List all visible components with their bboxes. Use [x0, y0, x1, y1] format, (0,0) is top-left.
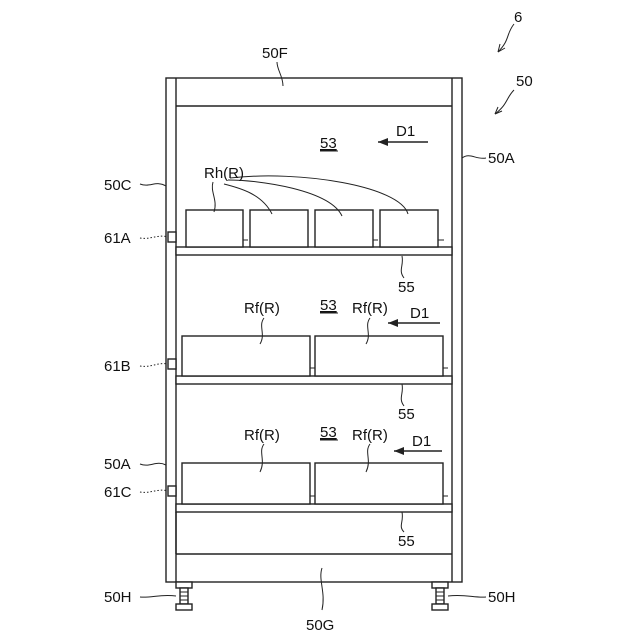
leader-50 — [495, 90, 514, 114]
label-side-frame-left: 50A — [104, 456, 131, 473]
container-bot-left — [182, 463, 310, 504]
shelf-middle — [176, 376, 452, 384]
label-direction-middle: D1 — [410, 305, 429, 322]
label-container-mid-left: Rf(R) — [244, 300, 280, 317]
sensor-61a — [168, 232, 176, 242]
label-shelf-middle: 55 — [398, 406, 415, 423]
container-top-4 — [380, 210, 438, 247]
leader-50a-right — [462, 156, 486, 159]
label-space-bottom: 53 — [320, 424, 337, 441]
label-foot-left: 50H — [104, 589, 132, 606]
leader-50h-left — [140, 595, 176, 597]
label-space-top: 53 — [320, 135, 337, 152]
label-ref-6: 6 — [514, 9, 522, 26]
leader-61c — [140, 490, 168, 492]
label-side-frame-upper: 50C — [104, 177, 132, 194]
label-unit-50: 50 — [516, 73, 533, 90]
foot-left — [176, 582, 192, 610]
label-direction-bottom: D1 — [412, 433, 431, 450]
leader-61b — [140, 364, 168, 367]
label-sensor-middle: 61B — [104, 358, 131, 375]
label-sensor-bottom: 61C — [104, 484, 132, 501]
label-containers-top: Rh(R) — [204, 165, 244, 182]
label-container-mid-right: Rf(R) — [352, 300, 388, 317]
label-shelf-top: 55 — [398, 279, 415, 296]
container-top-2 — [250, 210, 308, 247]
label-shelf-bottom: 55 — [398, 533, 415, 550]
leader-61a — [140, 236, 168, 238]
container-bot-right — [315, 463, 443, 504]
label-side-frame-right: 50A — [488, 150, 515, 167]
label-container-bot-right: Rf(R) — [352, 427, 388, 444]
container-top-3 — [315, 210, 373, 247]
label-sensor-top: 61A — [104, 230, 131, 247]
label-bottom-plate: 50G — [306, 617, 334, 634]
container-mid-right — [315, 336, 443, 376]
label-top-plate: 50F — [262, 45, 288, 62]
shelf-bottom — [176, 504, 452, 512]
leader-50c — [140, 184, 166, 186]
foot-right — [432, 582, 448, 610]
leader-50a-left — [140, 463, 166, 465]
top-containers — [186, 210, 444, 247]
leader-6 — [498, 24, 514, 52]
label-container-bot-left: Rf(R) — [244, 427, 280, 444]
label-space-middle: 53 — [320, 297, 337, 314]
label-foot-right: 50H — [488, 589, 516, 606]
sensor-61c — [168, 486, 176, 496]
container-mid-left — [182, 336, 310, 376]
label-direction-top: D1 — [396, 123, 415, 140]
leader-50h-right — [448, 595, 486, 597]
container-top-1 — [186, 210, 243, 247]
sensor-61b — [168, 359, 176, 369]
shelf-top — [176, 247, 452, 255]
